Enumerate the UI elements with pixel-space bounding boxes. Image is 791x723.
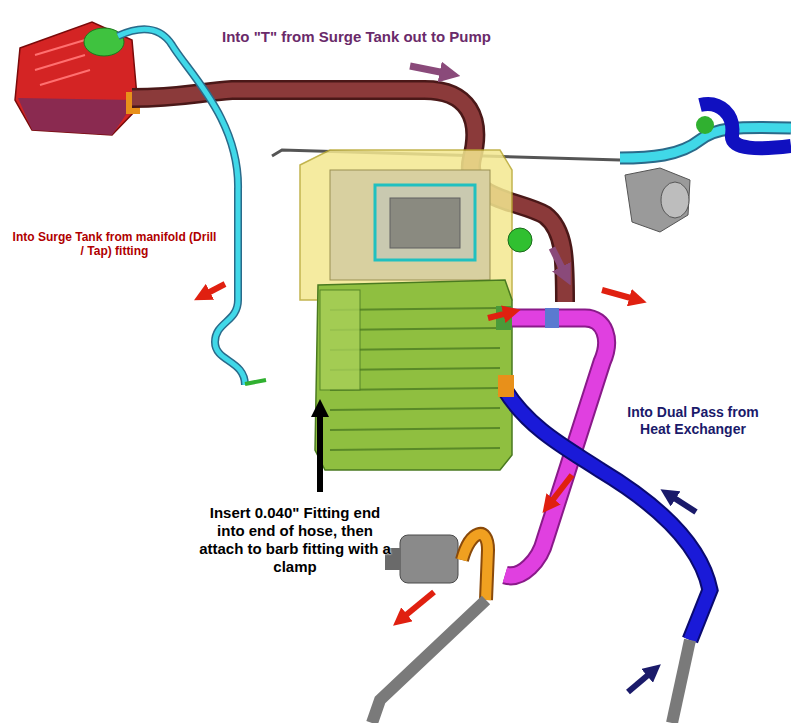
- orange-hose: [462, 534, 488, 600]
- hose-outline: [462, 534, 488, 600]
- heater-frame: [300, 150, 512, 300]
- fitting: [696, 116, 714, 134]
- pipe: [672, 640, 690, 723]
- note-label: Into "T" from Surge Tank out to Pump: [222, 28, 491, 46]
- barb-fitting: [245, 380, 266, 384]
- flow-arrow: [410, 66, 450, 74]
- heater-end-cap: [320, 290, 360, 390]
- core-window: [390, 198, 460, 248]
- flow-arrow: [400, 592, 434, 620]
- heater-core: [375, 185, 475, 260]
- cyan-hose: [118, 29, 245, 385]
- hose-outline: [118, 29, 245, 385]
- pump-motor: [400, 535, 458, 583]
- tank-ribs: [35, 40, 90, 85]
- flow-arrow: [548, 475, 572, 506]
- flow-arrow: [602, 290, 638, 300]
- t-fitting: [545, 308, 559, 328]
- note-label: Into Dual Pass from Heat Exchanger: [626, 404, 760, 438]
- thermostat-housing: [625, 168, 690, 232]
- pipe: [372, 600, 486, 723]
- flow-arrow: [668, 494, 696, 512]
- note-label: Insert 0.040" Fitting end into end of ho…: [198, 504, 392, 576]
- hose-outline: [132, 90, 565, 302]
- flow-arrow: [202, 284, 225, 296]
- pointer-arrow: [317, 408, 323, 492]
- fitting: [508, 228, 532, 252]
- flow-arrow: [552, 248, 566, 276]
- heater-housing: [330, 170, 490, 280]
- flow-arrow: [488, 312, 512, 318]
- surge-tank-base: [18, 98, 136, 135]
- housing-outlet: [661, 182, 689, 218]
- brown-hose: [132, 90, 565, 302]
- heater-body: [315, 280, 512, 470]
- fitting: [498, 375, 514, 397]
- flow-arrow: [628, 670, 654, 692]
- note-label: Into Surge Tank from manifold (Drill / T…: [12, 230, 217, 259]
